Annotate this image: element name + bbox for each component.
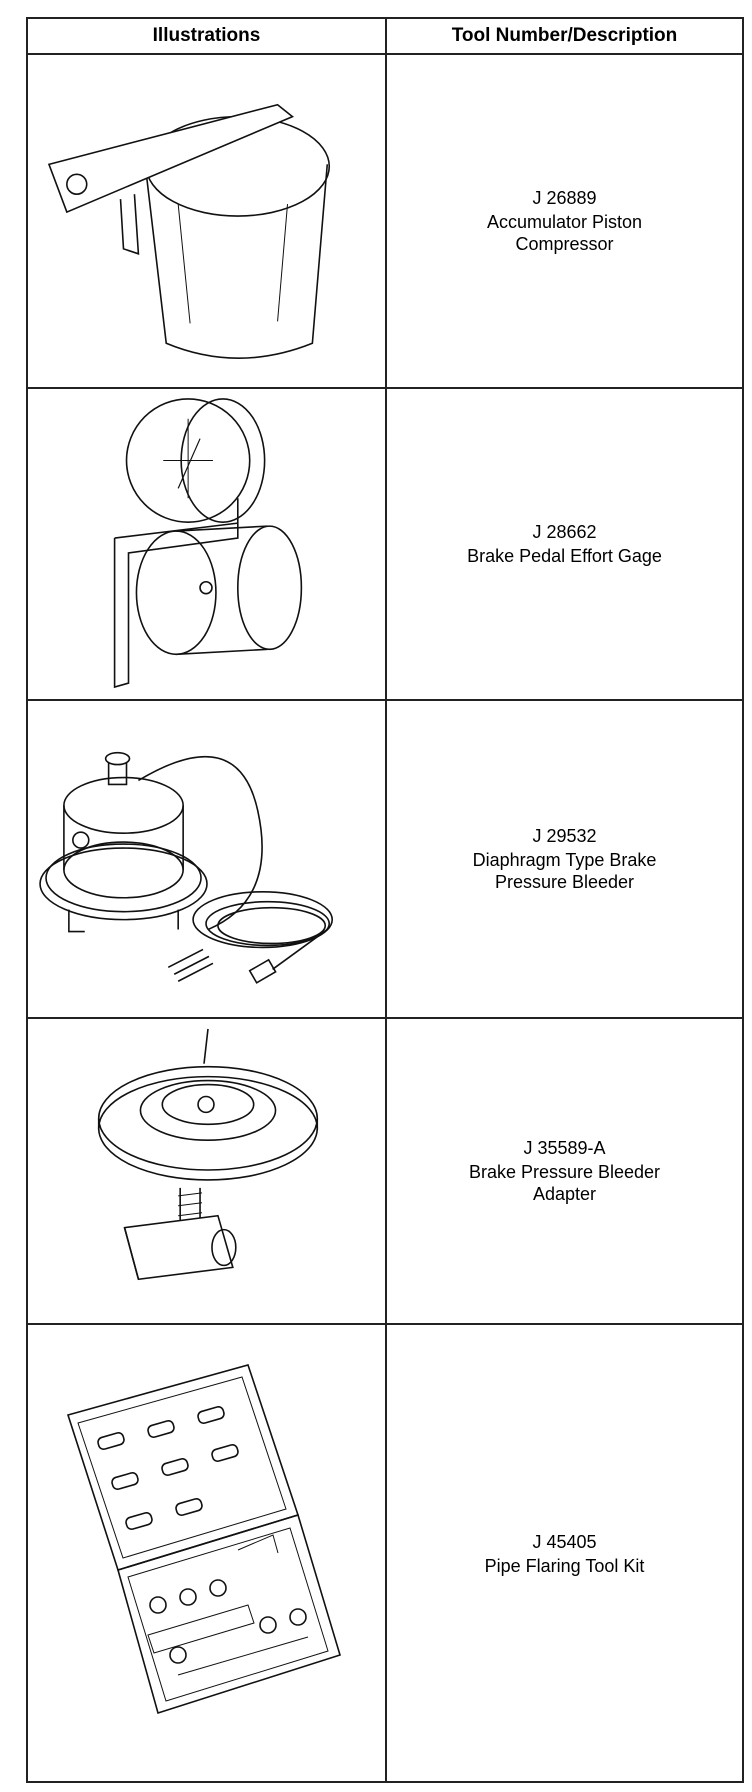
tool-description: J 45405 Pipe Flaring Tool Kit: [387, 1325, 742, 1783]
tool-number: J 45405: [532, 1532, 597, 1552]
pipe-flaring-tool-kit-drawing: [28, 1325, 385, 1783]
tool-name: Brake Pedal Effort Gage: [467, 546, 662, 566]
tool-name: Brake Pressure Bleeder Adapter: [468, 1162, 661, 1204]
column-divider: [385, 19, 387, 1781]
tool-number: J 26889: [532, 188, 597, 208]
diaphragm-brake-pressure-bleeder-drawing: [28, 701, 385, 1017]
table-row: J 29532 Diaphragm Type Brake Pressure Bl…: [28, 701, 742, 1019]
tool-number: J 28662: [532, 522, 597, 542]
tool-description: J 29532 Diaphragm Type Brake Pressure Bl…: [387, 701, 742, 1017]
tool-description: J 35589-A Brake Pressure Bleeder Adapter: [387, 1019, 742, 1323]
brake-pedal-effort-gage-drawing: [28, 389, 385, 699]
table-row: J 45405 Pipe Flaring Tool Kit: [28, 1325, 742, 1783]
header-illustrations: Illustrations: [152, 25, 261, 46]
table-header: Illustrations Tool Number/Description: [28, 19, 742, 55]
table-row: J 26889 Accumulator Piston Compressor: [28, 55, 742, 389]
brake-pressure-bleeder-adapter-drawing: [28, 1019, 385, 1323]
tool-name: Pipe Flaring Tool Kit: [484, 1556, 645, 1576]
tool-description: J 28662 Brake Pedal Effort Gage: [387, 389, 742, 699]
table-row: J 35589-A Brake Pressure Bleeder Adapter: [28, 1019, 742, 1325]
tool-name: Accumulator Piston Compressor: [486, 212, 643, 254]
accumulator-piston-compressor-drawing: [28, 55, 385, 387]
tool-name: Diaphragm Type Brake Pressure Bleeder: [472, 850, 657, 892]
header-tool-number-description: Tool Number/Description: [451, 25, 678, 46]
tool-number: J 29532: [532, 826, 597, 846]
tool-description: J 26889 Accumulator Piston Compressor: [387, 55, 742, 387]
tool-table: Illustrations Tool Number/Description J …: [26, 17, 744, 1783]
tool-number: J 35589-A: [523, 1138, 606, 1158]
table-row: J 28662 Brake Pedal Effort Gage: [28, 389, 742, 701]
